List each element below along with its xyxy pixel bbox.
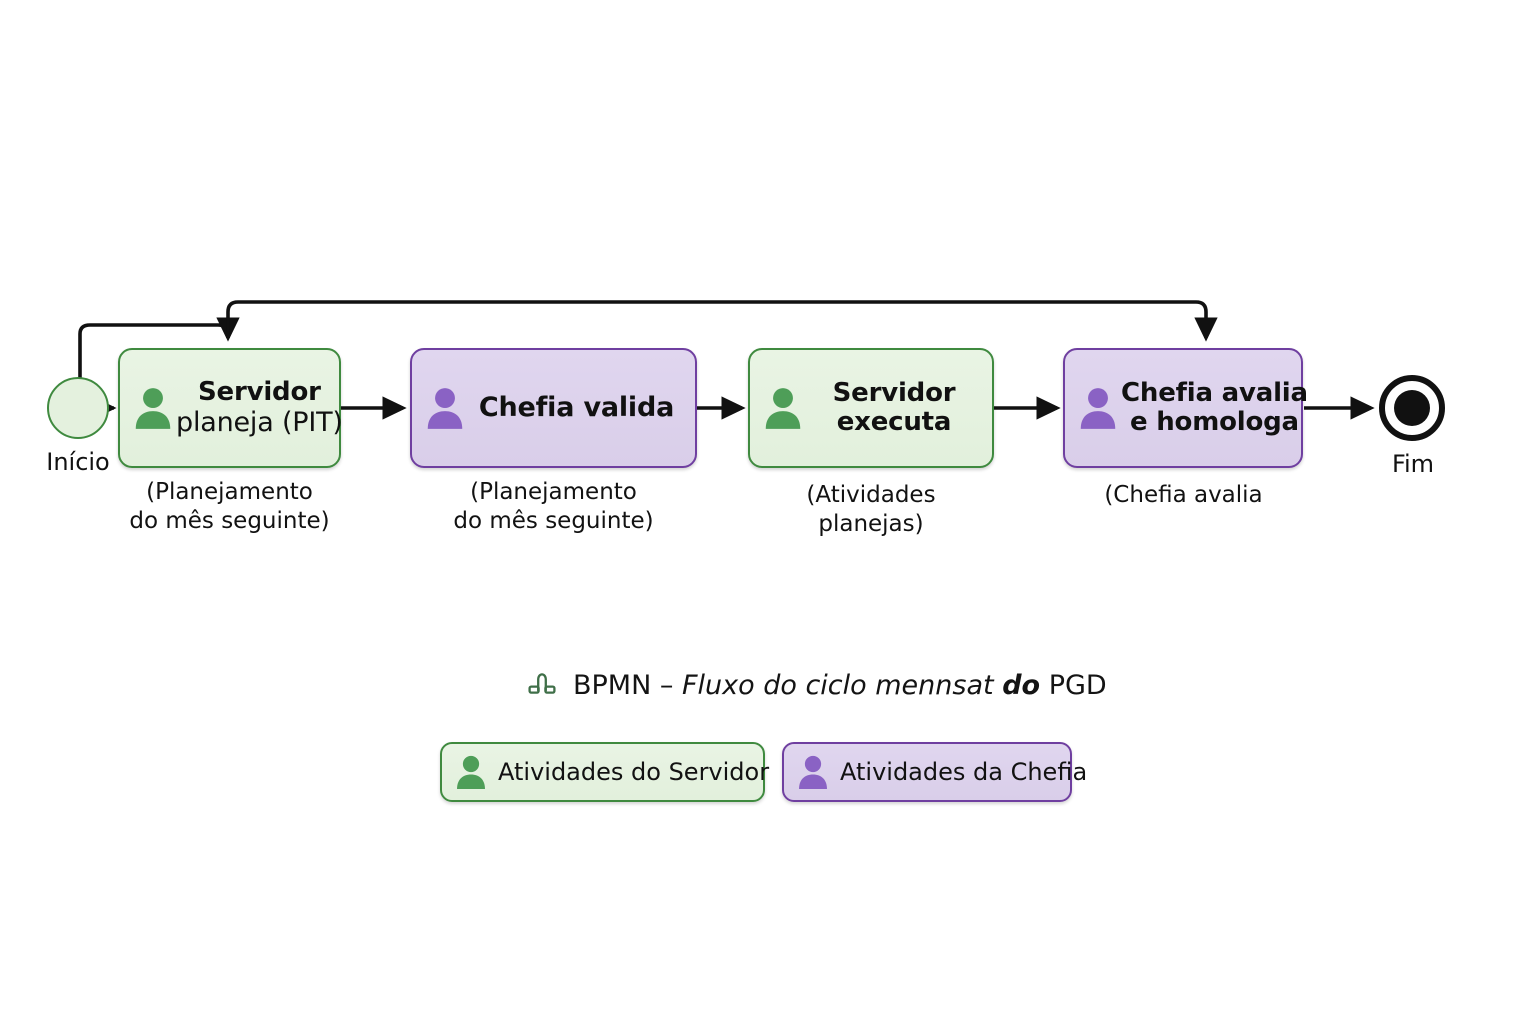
person-icon (1080, 388, 1116, 429)
person-icon (427, 388, 463, 429)
legend-chip-chefia[interactable]: Atividades da Chefia (782, 742, 1087, 802)
start-event-label: Início (46, 448, 110, 476)
person-icon (457, 755, 485, 789)
task-label: Servidor planeja (PIT) (176, 376, 343, 438)
legend-chip-label: Atividades do Servidor (498, 758, 770, 786)
task-caption-servidor-planeja: (Planejamento do mês seguinte) (129, 479, 330, 535)
person-icon (135, 388, 171, 429)
task-chefia-avalia-homologa[interactable]: Chefia avalia e homologa (1063, 348, 1308, 468)
task-caption-chefia-avalia: (Chefia avalia (1104, 482, 1263, 508)
task-label: Servidor executa (806, 377, 982, 437)
legend-chip-label: Atividades da Chefia (840, 758, 1088, 786)
legend-title-suffix: PGD (1048, 669, 1107, 701)
task-label-line2: e homologa (1129, 407, 1299, 437)
legend-title-dash: – (659, 669, 674, 701)
legend-title-italic: Fluxo do ciclo mennsat (682, 669, 994, 701)
person-icon (799, 755, 827, 789)
end-event-label: Fim (1391, 450, 1435, 478)
task-label-line1: Chefia valida (478, 391, 675, 423)
task-label-line1: Servidor (198, 376, 321, 407)
task-label: Chefia valida (468, 391, 685, 423)
person-icon (765, 388, 801, 429)
task-label-line2: executa (836, 407, 952, 437)
task-chefia-valida[interactable]: Chefia valida (410, 348, 697, 468)
legend-title-prefix: BPMN (573, 669, 652, 701)
task-caption-servidor-executa: (Atividades planejas) (806, 482, 936, 538)
legend-title-italic-bold: do (1002, 669, 1041, 701)
task-label-line2: planeja (PIT) (176, 406, 343, 438)
task-label-line1: Chefia avalia (1121, 377, 1308, 408)
legend-title: BPMN – Fluxo do ciclo mennsat do PGD (525, 668, 1107, 702)
task-servidor-executa[interactable]: Servidor executa (748, 348, 994, 468)
task-label-line1: Servidor (832, 377, 956, 408)
end-event[interactable] (1379, 375, 1445, 441)
legend-title-text: BPMN – Fluxo do ciclo mennsat do PGD (573, 670, 1107, 701)
legend-chip-servidor[interactable]: Atividades do Servidor (440, 742, 769, 802)
start-event[interactable] (47, 377, 109, 439)
task-caption-chefia-valida: (Planejamento do mês seguinte) (453, 479, 654, 535)
task-servidor-planeja[interactable]: Servidor planeja (PIT) (118, 348, 343, 468)
task-label: Chefia avalia e homologa (1121, 377, 1308, 437)
bpmn-gateway-icon (528, 673, 556, 694)
flow-loop-node4-to-node1 (226, 300, 1218, 342)
